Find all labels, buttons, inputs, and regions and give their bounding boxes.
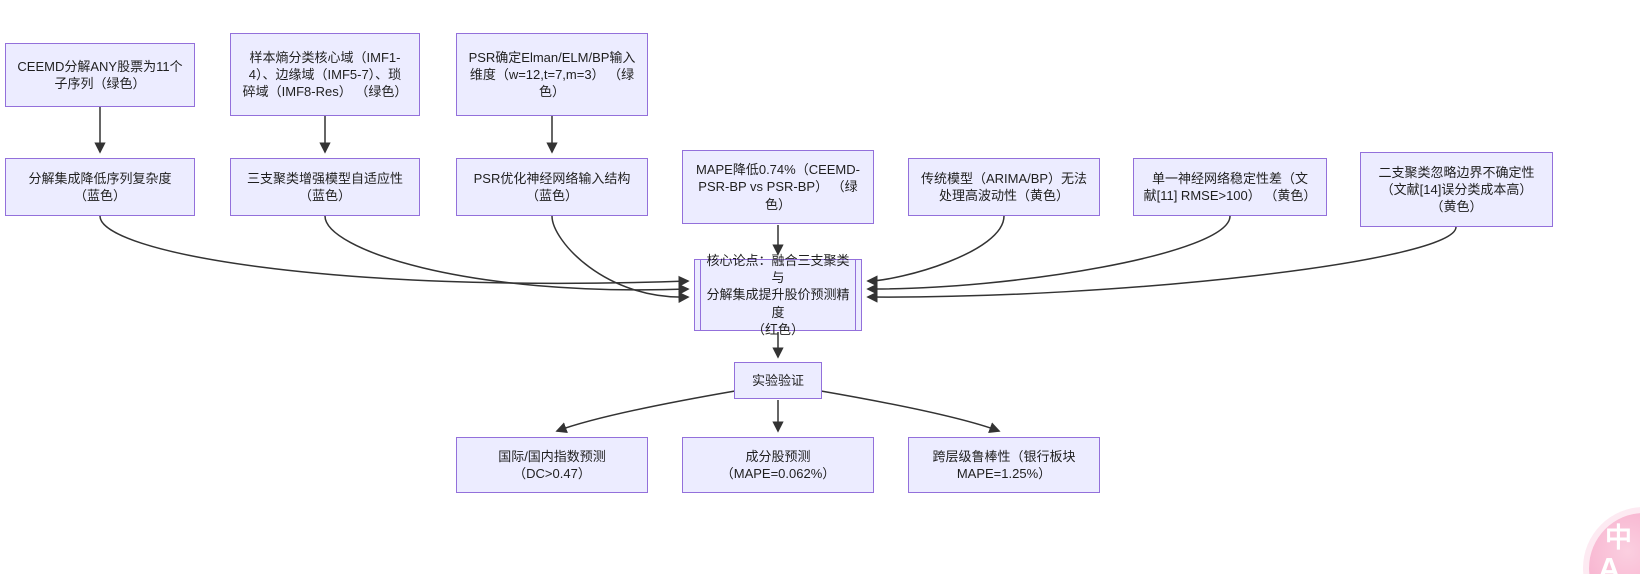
node-three-way-clustering-adaptivity: 三支聚类增强模型自适应性 （蓝色）	[230, 158, 420, 216]
node-psr-structure-optimization: PSR优化神经网络输入结构 （蓝色）	[456, 158, 648, 216]
node-experiment-validation: 实验验证	[734, 362, 822, 399]
node-traditional-model-limitation: 传统模型（ARIMA/BP）无法 处理高波动性（黄色）	[908, 158, 1100, 216]
node-core-thesis: 核心论点：融合三支聚类与 分解集成提升股价预测精度 （红色）	[694, 253, 862, 337]
node-label: PSR确定Elman/ELM/BP输入 维度（w=12,t=7,m=3） （绿 …	[468, 49, 636, 100]
edge-psropt-to-core	[551, 215, 690, 303]
node-label: PSR优化神经网络输入结构 （蓝色）	[473, 170, 631, 203]
edge-experiment-to-robustness	[820, 390, 1001, 433]
edge-clustering-to-core	[324, 215, 690, 295]
node-constituent-stock-prediction: 成分股预测 （MAPE=0.062%）	[682, 437, 874, 493]
node-label: 实验验证	[751, 372, 804, 388]
node-sample-entropy-classification: 样本熵分类核心域（IMF1- 4）、边缘域（IMF5-7）、琐 碎域（IMF8-…	[230, 33, 420, 116]
node-label: 样本熵分类核心域（IMF1- 4）、边缘域（IMF5-7）、琐 碎域（IMF8-…	[242, 49, 408, 100]
node-mape-reduction: MAPE降低0.74%（CEEMD- PSR-BP vs PSR-BP） （绿 …	[682, 150, 874, 224]
node-index-prediction: 国际/国内指数预测 （DC>0.47）	[456, 437, 648, 493]
node-label: 二支聚类忽略边界不确定性 （文献[14]误分类成本高） （黄色）	[1378, 164, 1535, 215]
translate-button[interactable]: 中 A	[1589, 513, 1640, 574]
node-label: 单一神经网络稳定性差（文 献[11] RMSE>100） （黄色）	[1143, 170, 1317, 203]
node-label: 跨层级鲁棒性（银行板块 MAPE=1.25%）	[932, 448, 1076, 481]
edge-traditional-to-core	[866, 215, 1005, 287]
edge-singlenn-to-core	[866, 215, 1231, 295]
node-label: 国际/国内指数预测 （DC>0.47）	[498, 448, 606, 481]
node-ceemd-decomposition: CEEMD分解ANY股票为11个 子序列（绿色）	[5, 43, 195, 107]
node-decomposition-complexity: 分解集成降低序列复杂度 （蓝色）	[5, 158, 195, 216]
node-label: 三支聚类增强模型自适应性 （蓝色）	[246, 170, 403, 203]
node-label: MAPE降低0.74%（CEEMD- PSR-BP vs PSR-BP） （绿 …	[696, 162, 860, 212]
node-psr-input-dimension: PSR确定Elman/ELM/BP输入 维度（w=12,t=7,m=3） （绿 …	[456, 33, 648, 116]
edge-decompose-to-core	[99, 215, 690, 287]
node-label: 传统模型（ARIMA/BP）无法 处理高波动性（黄色）	[920, 170, 1088, 203]
translate-en-glyph: A	[1598, 551, 1621, 574]
edge-twoway-to-core	[866, 226, 1457, 303]
edge-experiment-to-index	[555, 390, 736, 433]
node-label: CEEMD分解ANY股票为11个 子序列（绿色）	[17, 58, 183, 91]
node-label: 成分股预测 （MAPE=0.062%）	[720, 448, 836, 481]
node-single-nn-instability: 单一神经网络稳定性差（文 献[11] RMSE>100） （黄色）	[1133, 158, 1327, 216]
node-cross-level-robustness: 跨层级鲁棒性（银行板块 MAPE=1.25%）	[908, 437, 1100, 493]
translate-zh-glyph: 中	[1605, 523, 1632, 553]
node-two-way-clustering-limitation: 二支聚类忽略边界不确定性 （文献[14]误分类成本高） （黄色）	[1360, 152, 1553, 227]
node-label: 分解集成降低序列复杂度 （蓝色）	[28, 170, 172, 203]
node-label: 核心论点：融合三支聚类与 分解集成提升股价预测精度 （红色）	[706, 253, 850, 337]
